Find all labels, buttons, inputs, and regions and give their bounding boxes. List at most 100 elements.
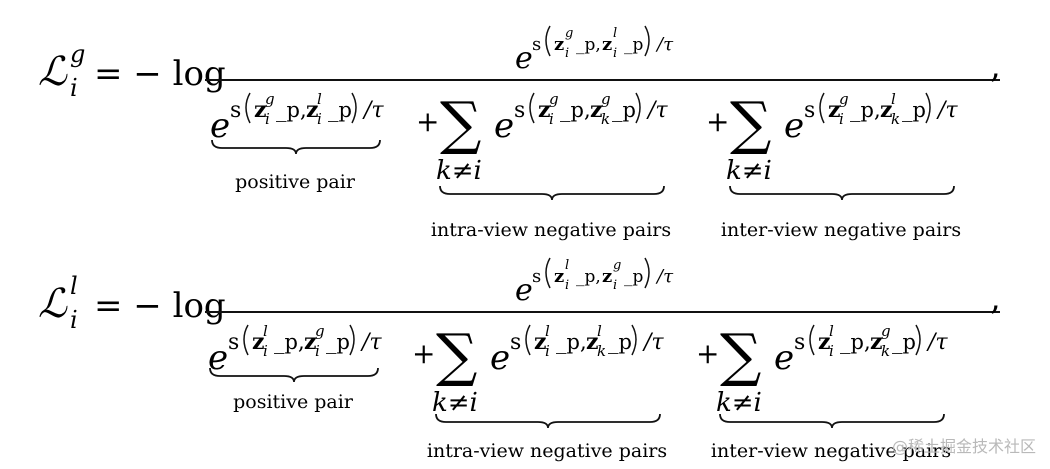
index-subscript: i (613, 46, 617, 61)
index-subscript: i (613, 278, 617, 293)
underbrace (719, 413, 945, 429)
summation-symbol: ∑ (730, 89, 771, 157)
right-paren (644, 25, 650, 57)
similarity-function: s (510, 330, 521, 355)
left-paren (245, 92, 251, 124)
temperature: /τ (646, 98, 668, 123)
vector-z: z (534, 329, 547, 355)
view-superscript: g (881, 322, 891, 340)
projection-suffix: _p (624, 35, 644, 55)
summation-index: k≠i (436, 156, 482, 186)
right-paren (631, 324, 637, 356)
plus-sign: + (412, 337, 435, 370)
term-label: intra-view negative pairs (427, 440, 667, 462)
vector-z: z (828, 97, 841, 123)
term-label: positive pair (235, 171, 356, 193)
view-superscript: l (891, 90, 896, 108)
vector-z: z (602, 34, 612, 55)
view-superscript: l (597, 322, 602, 340)
index-subscript: k (881, 342, 890, 360)
projection-suffix: _p (902, 98, 926, 122)
plus-sign: + (696, 337, 719, 370)
temperature: /τ (926, 330, 948, 355)
term-label: intra-view negative pairs (431, 219, 671, 241)
right-paren (635, 92, 641, 124)
view-superscript: l (613, 26, 617, 41)
vector-z: z (602, 266, 612, 287)
vector-z: z (586, 329, 599, 355)
similarity-function: s (228, 330, 239, 355)
summation-symbol: ∑ (436, 321, 477, 389)
left-paren (545, 257, 551, 289)
projection-suffix: _p, (576, 35, 601, 55)
projection-suffix: _p (608, 330, 632, 354)
exp-base: e (210, 106, 230, 146)
term-label: inter-view negative pairs (721, 219, 961, 241)
index-subscript: k (891, 110, 900, 128)
left-paren (529, 92, 535, 124)
index-subscript: i (565, 278, 569, 293)
view-superscript: l (565, 258, 569, 273)
summation-symbol: ∑ (720, 321, 761, 389)
similarity-function: s (804, 98, 815, 123)
view-superscript: g (549, 90, 559, 108)
plus-sign: + (416, 105, 439, 138)
underbrace (729, 185, 955, 201)
term-label: inter-view negative pairs (711, 440, 951, 462)
temperature: /τ (360, 330, 382, 355)
right-paren (351, 92, 357, 124)
index-subscript: i (315, 342, 320, 360)
equals-minus-log: = − log (94, 54, 226, 94)
view-superscript: g (613, 258, 621, 273)
view-superscript: g (315, 322, 325, 340)
index-subscript: k (601, 110, 610, 128)
loss-subscript: i (70, 306, 78, 334)
vector-z: z (554, 34, 564, 55)
vector-z: z (590, 97, 603, 123)
projection-suffix: _p, (840, 330, 871, 354)
summation-symbol: ∑ (440, 89, 481, 157)
projection-suffix: _p (624, 267, 644, 287)
exp-base: e (494, 106, 514, 146)
underbrace (439, 185, 665, 201)
underbrace (209, 367, 379, 383)
index-subscript: i (263, 342, 268, 360)
vector-z: z (818, 329, 831, 355)
similarity-function: s (794, 330, 805, 355)
projection-suffix: _p (892, 330, 916, 354)
temperature: /τ (655, 266, 674, 287)
left-paren (525, 324, 531, 356)
right-paren (349, 324, 355, 356)
view-superscript: l (829, 322, 834, 340)
view-superscript: g (601, 90, 611, 108)
index-subscript: i (265, 110, 270, 128)
similarity-function: s (514, 98, 525, 123)
right-paren (915, 324, 921, 356)
view-superscript: g (265, 90, 275, 108)
vector-z: z (306, 97, 319, 123)
index-subscript: i (839, 110, 844, 128)
projection-suffix: _p, (274, 330, 305, 354)
summation-index: k≠i (726, 156, 772, 186)
projection-suffix: _p, (556, 330, 587, 354)
view-superscript: l (263, 322, 268, 340)
left-paren (243, 324, 249, 356)
left-paren (819, 92, 825, 124)
underbrace (211, 139, 381, 155)
vector-z: z (554, 266, 564, 287)
index-subscript: i (565, 46, 569, 61)
term-label: positive pair (233, 391, 354, 413)
projection-suffix: _p, (560, 98, 591, 122)
